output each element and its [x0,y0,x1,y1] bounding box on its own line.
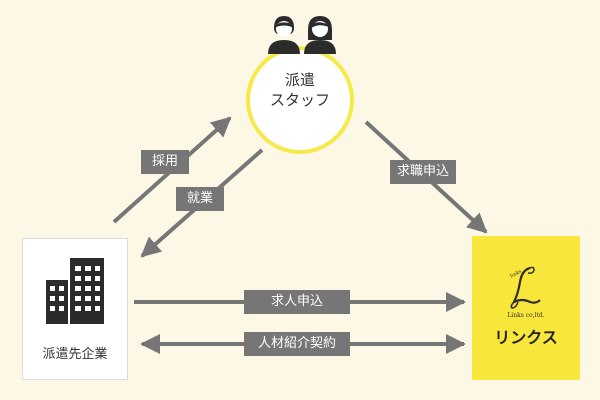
links-node [472,236,580,380]
staff-label-line1: 派遣 [284,71,315,89]
staff-label-line2: スタッフ [269,91,330,109]
links-name: リンクス [494,328,558,347]
work-label: 就業 [176,187,224,211]
staffing-contract-label: 人材紹介契約 [244,332,350,356]
staff-node [246,46,354,154]
staff-label: 派遣 スタッフ [246,70,354,110]
staff-people-icon [268,16,336,54]
job-offer-label: 求人申込 [244,290,350,314]
job-application-label: 求職申込 [390,160,456,184]
building-icon [46,258,104,324]
links-logo-caption: Links co,ltd. [507,312,545,319]
links-logo-icon [510,266,541,309]
company-label: 派遣先企業 [42,347,108,362]
hire-label: 採用 [141,150,189,174]
